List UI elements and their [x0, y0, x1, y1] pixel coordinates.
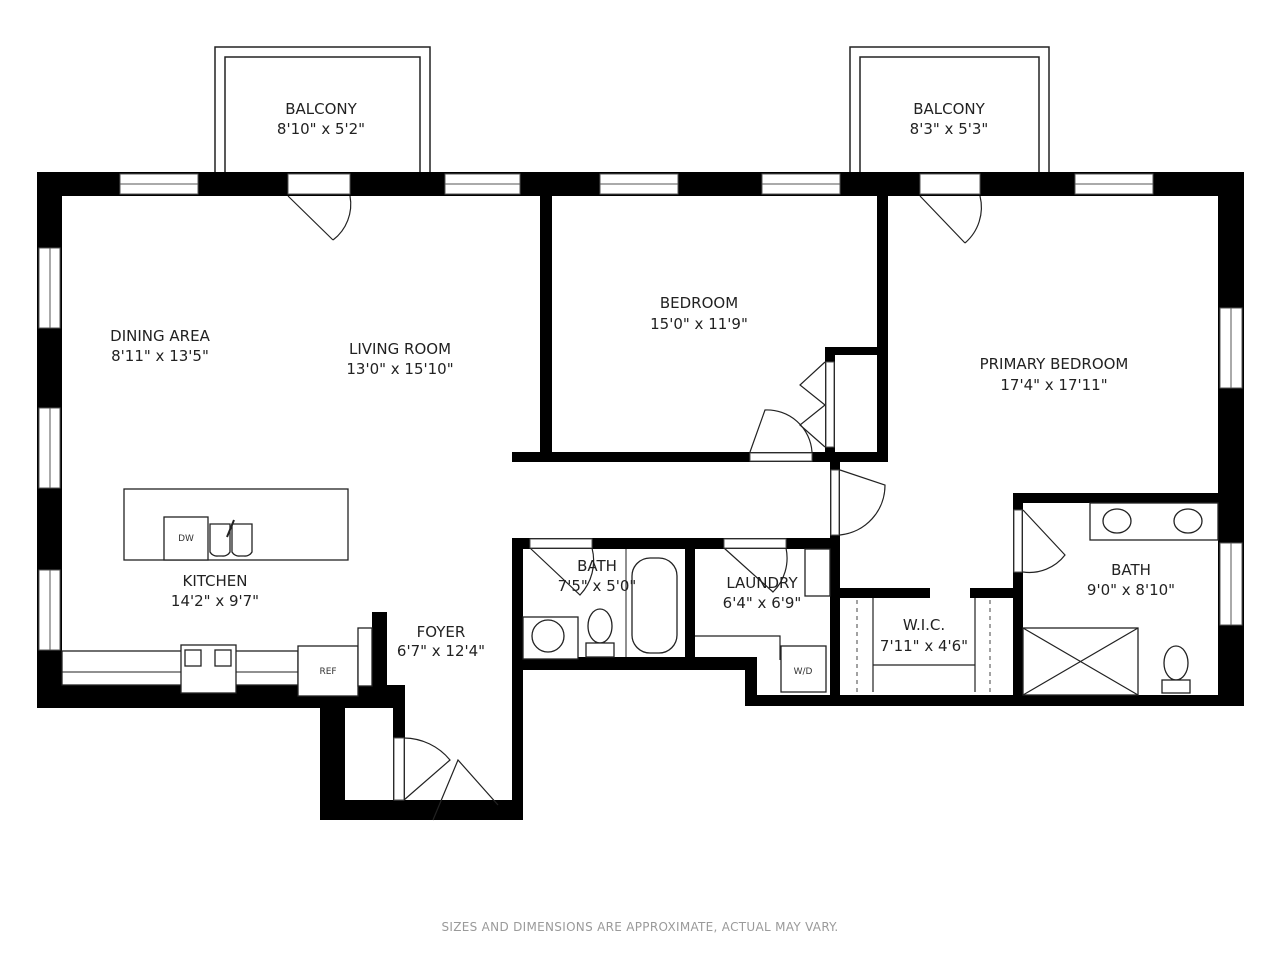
bath-fixtures: [522, 549, 678, 660]
wic-fixtures: [856, 598, 991, 692]
kitchen-size: 14'2" x 9'7": [171, 592, 259, 610]
sink-icon: [531, 619, 565, 653]
balcony-left-size: 8'10" x 5'2": [277, 120, 365, 138]
dishwasher: [163, 516, 209, 561]
laundry-size: 6'4" x 6'9": [723, 594, 802, 612]
kitchen-island: DW: [123, 488, 349, 561]
wic-name: W.I.C.: [903, 616, 945, 634]
sink-icon: [209, 523, 253, 557]
door-swings: [287, 195, 1066, 821]
dining-size: 8'11" x 13'5": [111, 347, 209, 365]
toilet-icon: [587, 608, 613, 644]
foyer-name: FOYER: [417, 623, 466, 641]
laundry-fixtures: W/D: [695, 548, 831, 693]
kitchen-counter: REF: [61, 627, 373, 697]
wic-size: 7'11" x 4'6": [880, 637, 968, 655]
washer-dryer-label: W/D: [794, 667, 813, 677]
primary-bath-size: 9'0" x 8'10": [1087, 581, 1175, 599]
kitchen-name: KITCHEN: [183, 572, 248, 590]
bedroom-name: BEDROOM: [660, 294, 738, 312]
living-name: LIVING ROOM: [349, 340, 451, 358]
balcony-right-name: BALCONY: [913, 100, 985, 118]
bath-name: BATH: [577, 557, 617, 575]
bathtub-icon: [631, 557, 678, 654]
primary-bath-fixtures: [1022, 502, 1219, 696]
fridge-label: REF: [319, 667, 336, 677]
sink-icon: [1102, 508, 1132, 534]
primary-size: 17'4" x 17'11": [1000, 376, 1107, 394]
balcony-left: [214, 46, 431, 174]
balcony-left-name: BALCONY: [285, 100, 357, 118]
foyer-size: 6'7" x 12'4": [397, 642, 485, 660]
toilet-icon: [1163, 645, 1189, 681]
laundry-name: LAUNDRY: [726, 574, 798, 592]
sink-icon: [1173, 508, 1203, 534]
primary-name: PRIMARY BEDROOM: [980, 355, 1129, 373]
room-labels: BALCONY 8'10" x 5'2" BALCONY 8'3" x 5'3"…: [110, 100, 1175, 660]
dishwasher-label: DW: [178, 534, 194, 544]
bath-size: 7'5" x 5'0": [558, 577, 637, 595]
balcony-right-size: 8'3" x 5'3": [910, 120, 989, 138]
bedroom-size: 15'0" x 11'9": [650, 315, 748, 333]
windows: [38, 173, 1243, 801]
living-size: 13'0" x 15'10": [346, 360, 453, 378]
disclaimer-footer: SIZES AND DIMENSIONS ARE APPROXIMATE, AC…: [441, 920, 838, 934]
primary-bath-name: BATH: [1111, 561, 1151, 579]
washer-dryer: [780, 645, 827, 693]
dining-name: DINING AREA: [110, 327, 210, 345]
